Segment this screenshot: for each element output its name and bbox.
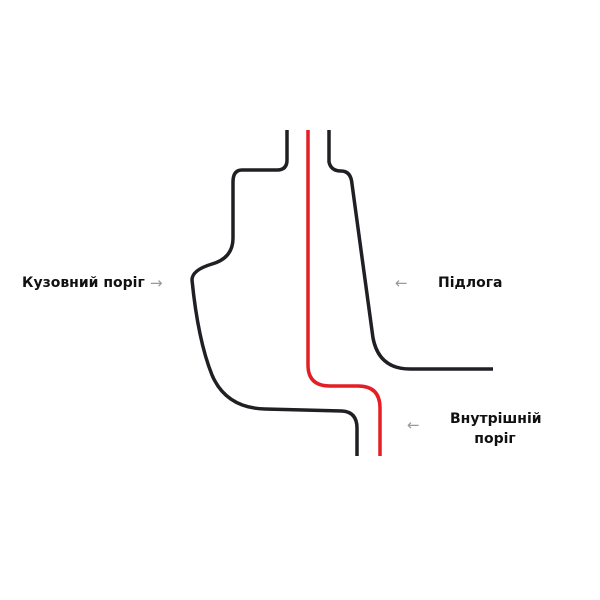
floor-outline	[327, 130, 493, 371]
arrow-left-icon: ←	[395, 274, 408, 292]
inner-sill-label: Внутрішній поріг	[450, 409, 542, 449]
floor-label: Підлога	[438, 275, 503, 291]
arrow-right-icon: →	[150, 274, 163, 292]
inner-sill-line	[306, 130, 382, 456]
inner-sill-label-line1: Внутрішній	[450, 411, 542, 427]
inner-sill-label-line2: поріг	[474, 431, 516, 447]
body-sill-label: Кузовний поріг	[22, 275, 145, 291]
arrow-left-icon: ←	[407, 416, 420, 434]
body-sill-outline	[190, 130, 359, 456]
